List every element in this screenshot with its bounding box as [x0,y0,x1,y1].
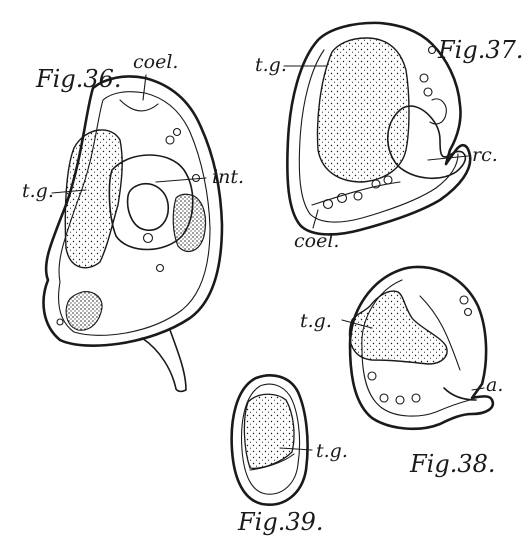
fig37-cell [429,47,436,54]
fig37-cell [338,194,347,203]
fig36-lower-mass [66,292,102,331]
fig38-cell [396,396,404,404]
fig37-cell [384,176,392,184]
fig36-int-label: int. [212,168,244,187]
fig39-caption: Fig.39. [238,510,324,534]
fig39-testis-mass [244,394,294,468]
fig37-cell [324,200,333,209]
fig38-cell [380,394,388,402]
fig38-drawing [342,267,493,429]
fig36-coelom-fold [120,100,158,111]
fig37-caption: Fig.37. [438,38,524,62]
fig37-cell [424,88,432,96]
fig36-cell [193,175,200,182]
fig37-coelom-band [312,182,400,205]
fig37-cell [420,74,428,82]
fig39-tg-label: t.g. [316,442,348,461]
fig37-testis-mass [318,38,409,182]
fig36-cell [57,319,63,325]
fig36-drawing [44,75,222,391]
fig36-caption: Fig.36. [36,67,122,91]
fig38-cell [460,296,468,304]
fig36-tail [142,330,186,391]
fig36-cell [157,265,164,272]
fig38-tg-label: t.g. [300,312,332,331]
fig37-cell [354,192,362,200]
fig39-drawing [232,375,312,504]
fig36-tg-label: t.g. [22,182,54,201]
fig36-coel-label: coel. [133,53,178,72]
fig36-testis-mass [65,130,122,268]
fig37-coel-label: coel. [294,232,339,251]
fig38-testis-mass [349,291,447,364]
fig38-a-label: a. [486,376,503,395]
fig36-cell [144,234,153,243]
fig38-cell [368,372,376,380]
fig36-dense-mass [173,194,205,251]
fig37-rc-label: rc. [472,146,498,165]
fig38-cell [465,309,472,316]
fig36-cell [166,136,174,144]
fig36-cell [174,129,181,136]
fig36-intestine-lumen [128,184,169,231]
fig37-tg-label: t.g. [255,56,287,75]
fig38-cell [412,394,420,402]
fig38-caption: Fig.38. [410,452,496,476]
